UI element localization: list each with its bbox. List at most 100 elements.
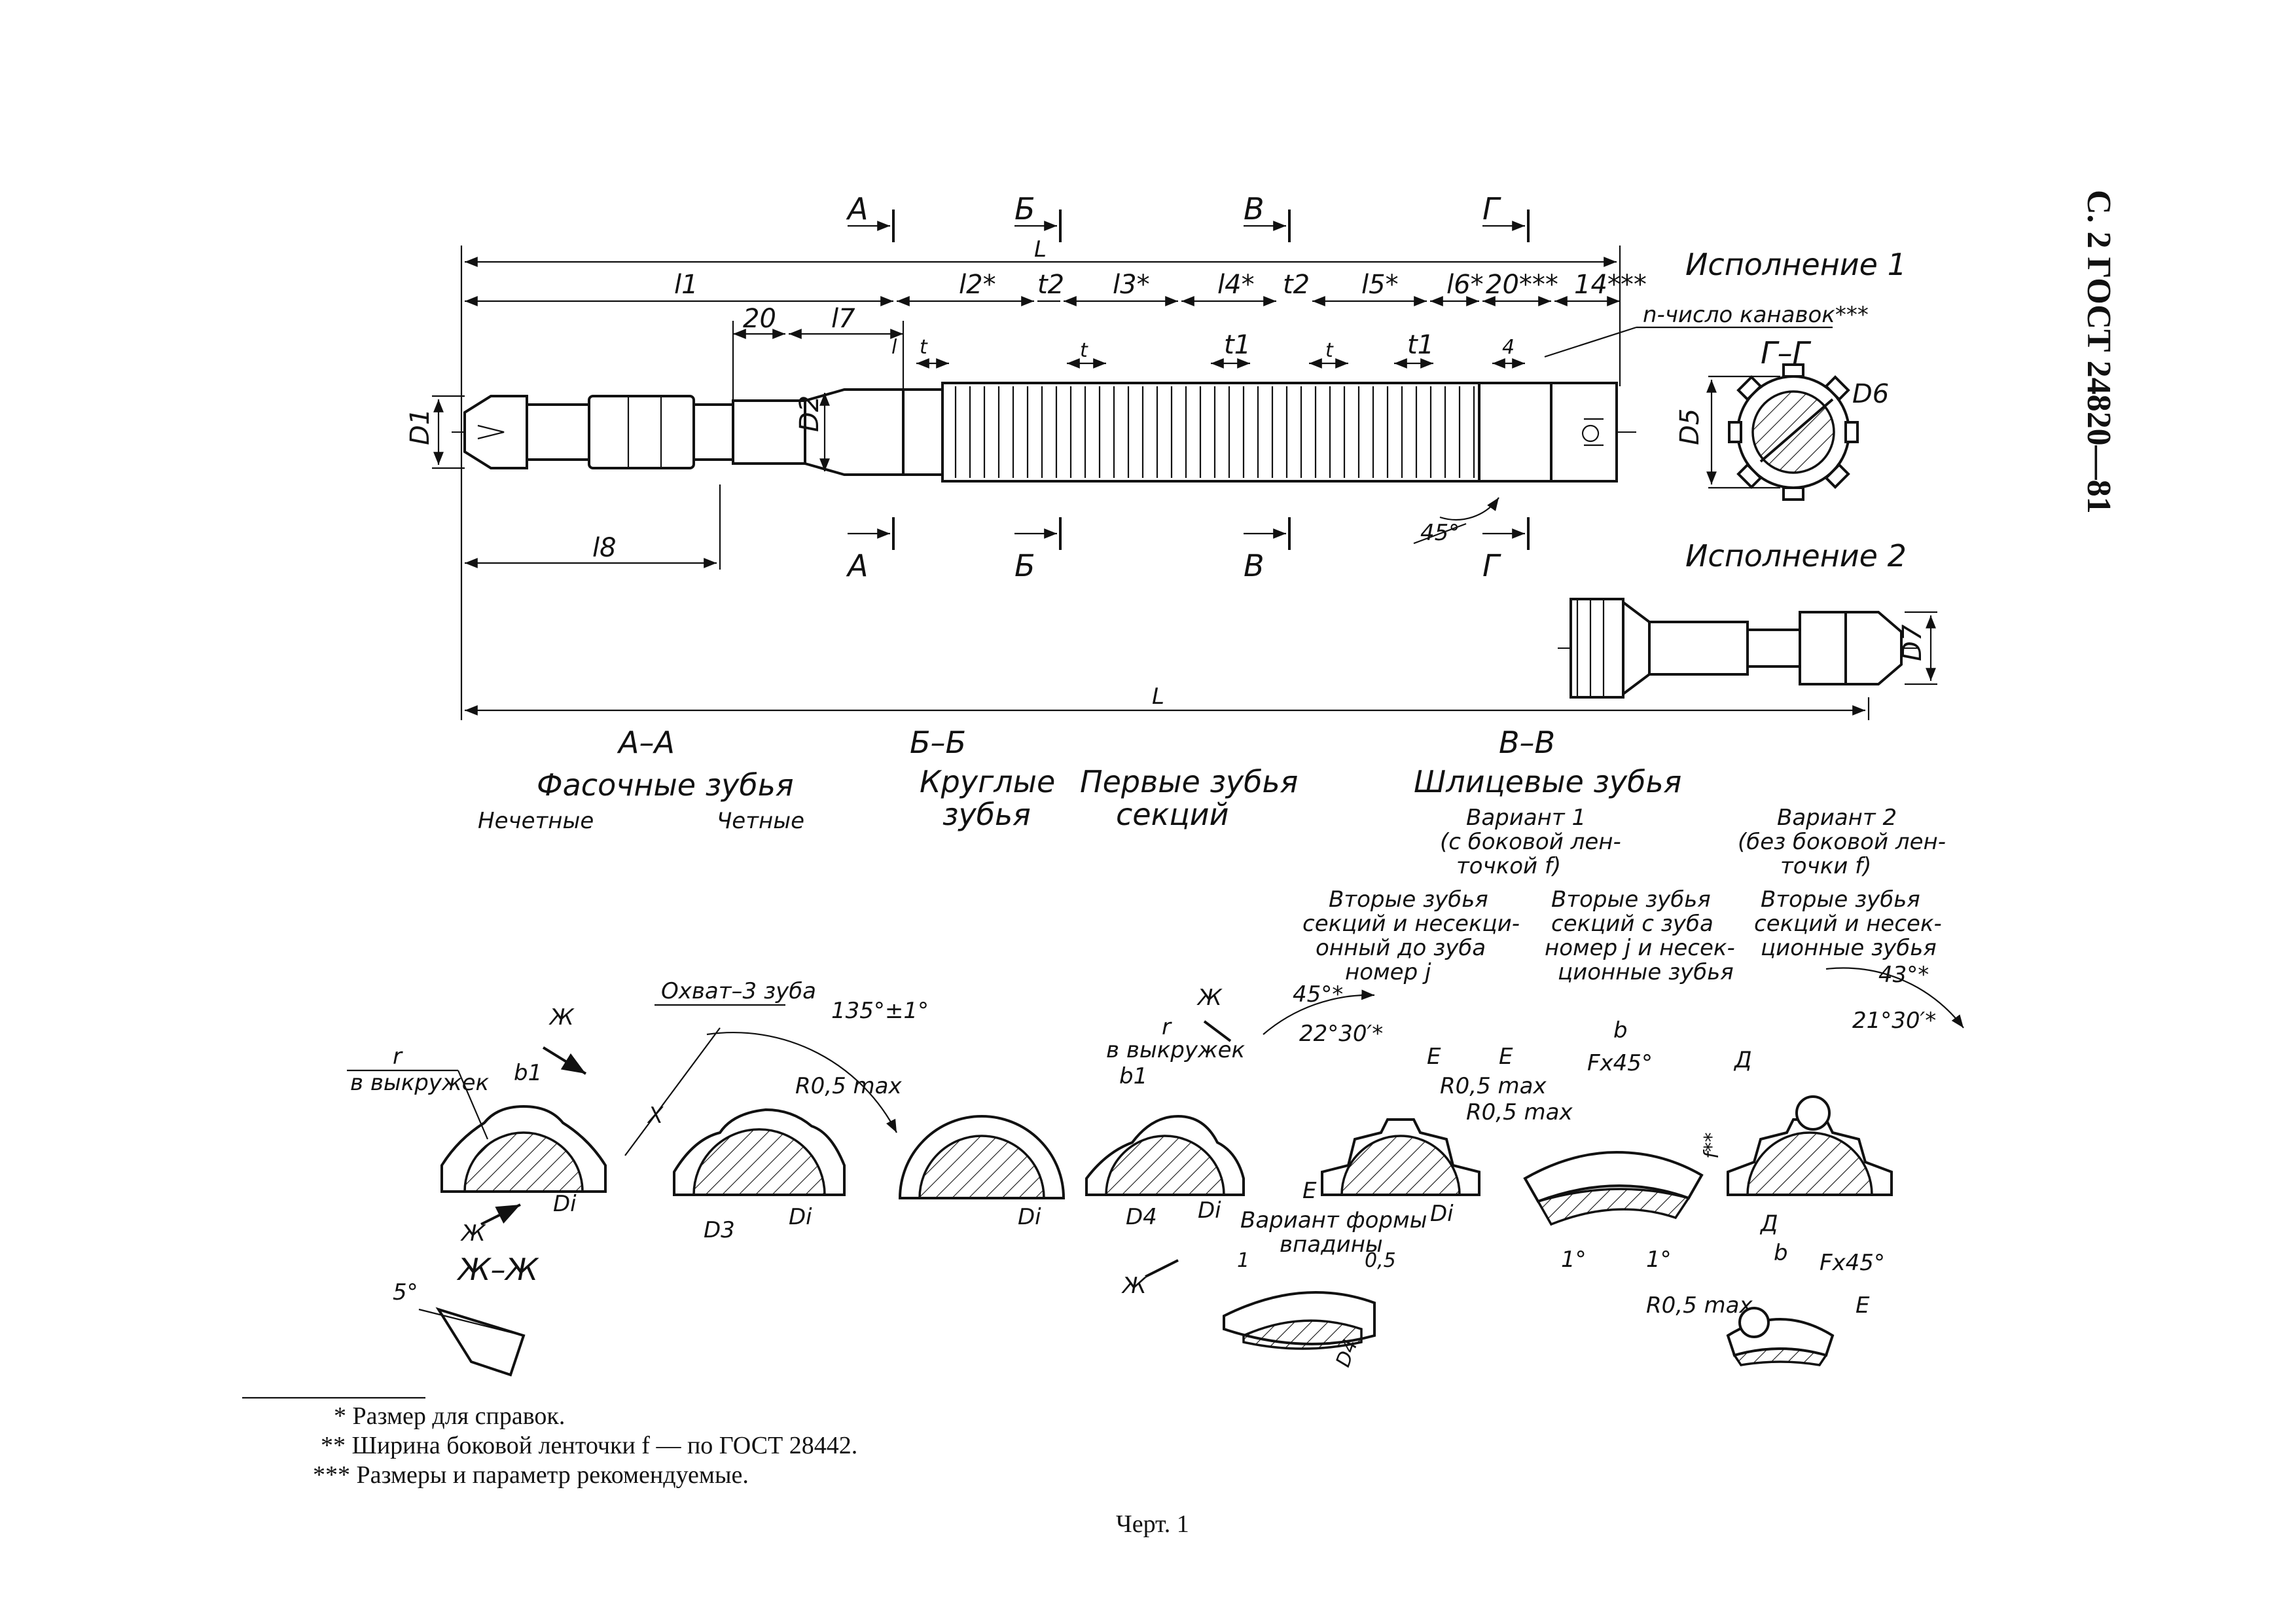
r05max-a: R0,5 max [795, 1073, 902, 1099]
section-b-bottom-label: Б [1014, 548, 1035, 583]
first-teeth-2: секций [1116, 797, 1229, 832]
Di-first: Di [1198, 1197, 1221, 1224]
variant1-line3: точкой f) [1456, 853, 1561, 879]
variant1-line1: Вариант 1 [1466, 805, 1586, 831]
dim-D7: D7 [1897, 624, 1928, 661]
section-v-bottom-label: В [1244, 548, 1265, 583]
Fx45-v1b: Fx45° [1587, 1050, 1653, 1076]
footnote-1: * Размер для справок. [334, 1402, 565, 1430]
dim-t-c: t [1325, 339, 1334, 362]
zh-first-top: Ж [1196, 985, 1223, 1011]
spline-v1b-profile [1523, 1150, 1704, 1203]
dim-D1: D1 [405, 409, 435, 445]
neck [692, 403, 734, 461]
teeth-lines [954, 386, 1475, 478]
sec-a-line2: секций и несекци- [1302, 911, 1520, 937]
section-g-top-label: Г [1482, 191, 1501, 227]
dim-45: 45° [1420, 520, 1460, 546]
neck-2 [732, 399, 806, 465]
variant-2-view: D7 L [465, 598, 1937, 720]
sec-a-line1: Вторые зубья [1329, 886, 1488, 913]
Fx45-detail: Fx45° [1820, 1250, 1885, 1276]
dim-t1-a: t1 [1224, 330, 1251, 360]
section-marks-bottom: А Б В Г [846, 517, 1530, 583]
grooves-note: n-число канавок*** [1643, 302, 1869, 328]
E-v1b: E [1499, 1044, 1513, 1070]
section-gg: Г–Г D5 D6 [1675, 335, 1889, 501]
section-marks-top: А Б В Г [846, 191, 1530, 242]
dim-1: 1 [1237, 1249, 1249, 1272]
sec-c-line1: Вторые зубья [1761, 886, 1920, 913]
chamfer-teeth-title: Фасочные зубья [537, 767, 794, 803]
section-v-top-label: В [1244, 191, 1265, 227]
groove-form-1: Вариант формы [1240, 1207, 1427, 1233]
dimensions-top: L l1 l2* t2 l3* l4* t2 l5* l6* 20*** 14*… [405, 236, 1869, 720]
zh-first-bottom: Ж [1121, 1273, 1147, 1299]
section-aa-label: А–А [617, 725, 675, 760]
sec-c-line2: секций и несек- [1754, 911, 1942, 937]
shank-head [463, 395, 528, 469]
variant2-line2: (без боковой лен- [1738, 829, 1946, 855]
dim-l7: l7 [831, 304, 855, 334]
variant2-line1: Вариант 2 [1777, 805, 1897, 831]
D4-first: D4 [1126, 1204, 1157, 1230]
dim-l8: l8 [592, 533, 617, 563]
sec-b-line1: Вторые зубья [1551, 886, 1711, 913]
dim-l2: l2* [959, 270, 996, 300]
zh-odd-top: Ж [548, 1004, 575, 1030]
angle-21: 21°30′* [1852, 1008, 1936, 1034]
even-label: Четные [717, 808, 804, 834]
dim-20s: 20*** [1486, 270, 1558, 300]
angle-5: 5° [393, 1279, 418, 1305]
Di-spline: Di [1430, 1201, 1454, 1227]
odd-label: Нечетные [478, 808, 594, 834]
r05max-b: R0,5 max [1440, 1073, 1547, 1099]
variant1-line2: (с боковой лен- [1440, 829, 1621, 855]
variant-1-title: Исполнение 1 [1685, 247, 1907, 282]
groove-form-2: впадины [1280, 1231, 1383, 1258]
b1-first: b1 [1119, 1063, 1147, 1089]
page-header: С. 2 ГОСТ 24820—81 [2080, 190, 2117, 514]
E-groove: E [1302, 1178, 1317, 1204]
sec-c-line3: ционные зубья [1761, 935, 1937, 961]
footnote-2: ** Ширина боковой ленточки f — по ГОСТ 2… [321, 1432, 857, 1459]
f-ss: f** [1700, 1132, 1723, 1159]
sec-a-line4: номер j [1345, 959, 1431, 985]
first-teeth-1: Первые зубья [1080, 764, 1298, 799]
coverage-label: Охват–3 зуба [661, 978, 816, 1004]
D-v2: Д [1733, 1047, 1752, 1073]
rear-guide [1550, 382, 1618, 483]
shank-neck [526, 403, 590, 461]
Di-round: Di [1018, 1204, 1041, 1230]
angle-135: 135°±1° [831, 998, 929, 1024]
dim-t2-b: t2 [1283, 270, 1310, 300]
footnote-3: *** Размеры и параметр рекомендуемые. [313, 1461, 749, 1489]
section-b-top-label: Б [1014, 191, 1035, 227]
r05max-c: R0,5 max [1466, 1099, 1573, 1125]
section-g-bottom-label: Г [1482, 548, 1501, 583]
dim-14s: 14*** [1574, 270, 1647, 300]
sec-b-line2: секций с зуба [1551, 911, 1713, 937]
Di-odd: Di [553, 1191, 577, 1217]
dim-20: 20 [743, 304, 776, 334]
figure-caption: Черт. 1 [1116, 1510, 1189, 1538]
section-a-top-label: А [846, 191, 868, 227]
dim-l6: l6* [1446, 270, 1484, 300]
section-zhzh-label: Ж–Ж [456, 1252, 540, 1287]
D3: D3 [704, 1217, 735, 1243]
sec-b-line3: номер j и несек- [1545, 935, 1735, 961]
round-teeth-2: зубья [942, 797, 1031, 832]
dim-D5: D5 [1675, 409, 1705, 445]
spline-rear [1478, 382, 1552, 483]
dim-l4: l4* [1217, 270, 1255, 300]
teeth-section [941, 382, 1480, 483]
dim-l1: l1 [674, 270, 698, 300]
detail-sections: r в выкружек b1 Ж Di Ж Ж–Ж 5° Охват–3 зу… [347, 962, 1964, 1377]
dim-t1-b: t1 [1407, 330, 1434, 360]
section-bb-label: Б–Б [910, 725, 966, 760]
dim-l5: l5* [1361, 270, 1399, 300]
dim-L-bottom: L [1152, 684, 1164, 710]
sec-b-line4: ционные зубья [1558, 959, 1734, 985]
dim-4: 4 [1502, 336, 1515, 359]
